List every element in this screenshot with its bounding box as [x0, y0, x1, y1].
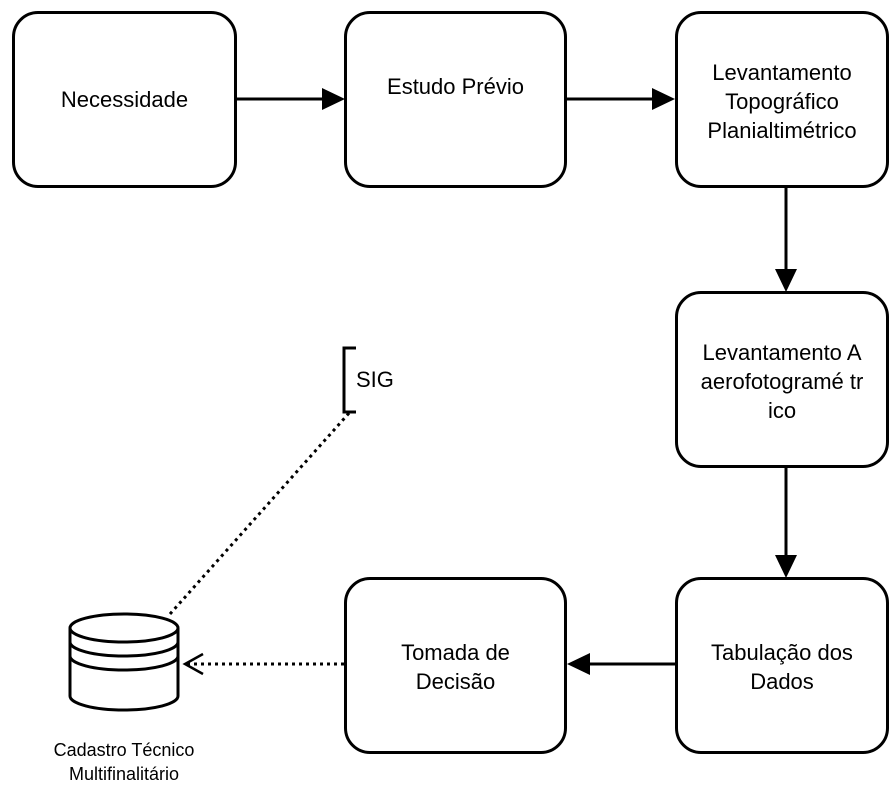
arrow-topografico-to-aerofoto: [775, 187, 797, 292]
node-tabulacao-dados[interactable]: Tabulação dos Dados: [675, 577, 889, 754]
node-levantamento-topografico-label: Levantamento Topográfico Planialtimétric…: [707, 60, 857, 143]
arrow-estudo-to-topografico: [566, 88, 675, 110]
node-necessidade-label: Necessidade: [60, 87, 189, 112]
sig-connector-line: [168, 411, 352, 615]
sig-annotation-label: SIG: [356, 367, 394, 392]
node-necessidade[interactable]: Necessidade: [12, 11, 237, 188]
arrow-necessidade-to-estudo: [237, 88, 345, 110]
node-estudo-previo[interactable]: Estudo Prévio: [344, 11, 567, 188]
node-levantamento-aerofotogrametrico[interactable]: Levantamento Aaerofotogramé trico: [675, 291, 889, 468]
arrow-tomada-to-cadastro: [182, 652, 344, 676]
arrow-tabulacao-to-tomada: [567, 653, 675, 675]
node-tabulacao-dados-label: Tabulação dos Dados: [711, 640, 853, 694]
node-tomada-decisao-label: Tomada de Decisão: [401, 640, 510, 694]
sig-annotation-bracket: [342, 346, 356, 414]
database-label: Cadastro Técnico Multifinalitário: [53, 740, 195, 784]
node-tomada-decisao[interactable]: Tomada de Decisão: [344, 577, 567, 754]
node-levantamento-topografico[interactable]: Levantamento Topográfico Planialtimétric…: [675, 11, 889, 188]
node-estudo-previo-label: Estudo Prévio: [387, 74, 524, 99]
database-icon: [68, 612, 180, 712]
arrow-aerofoto-to-tabulacao: [775, 467, 797, 578]
node-levantamento-aerofotogrametrico-label: Levantamento Aaerofotogramé trico: [700, 340, 864, 423]
